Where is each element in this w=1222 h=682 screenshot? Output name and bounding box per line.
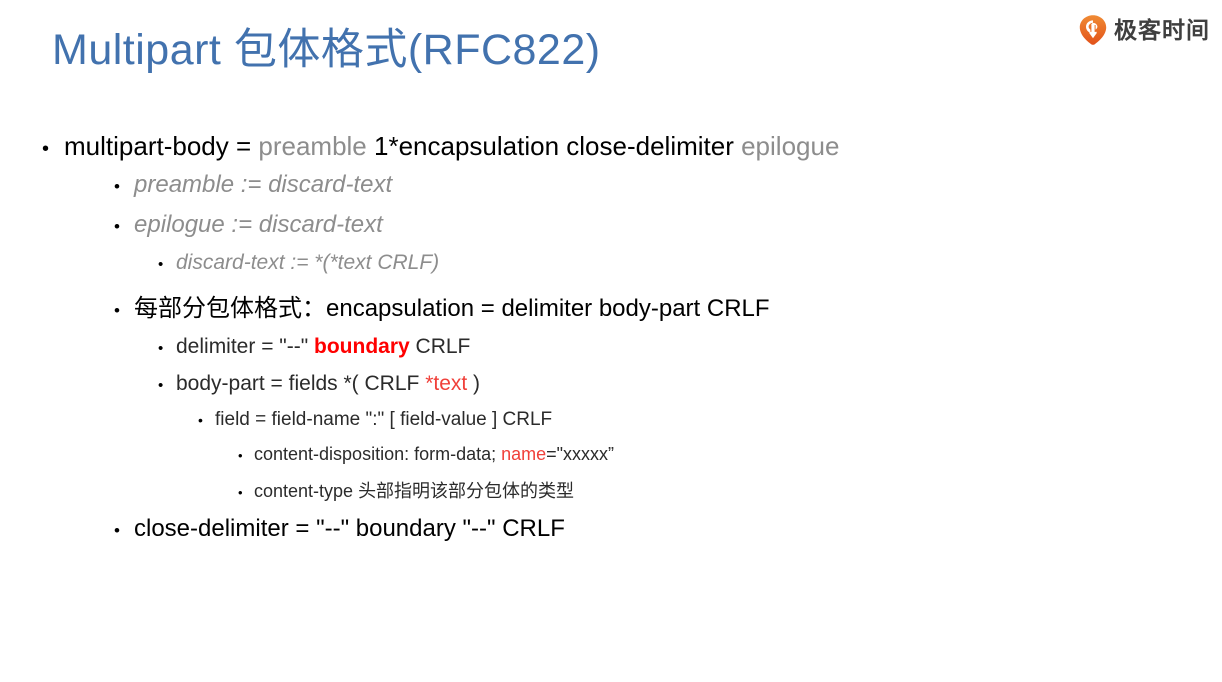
outline-item-label: discard-text := *(*text CRLF) xyxy=(176,251,439,275)
outline-item-label: preamble := discard-text xyxy=(134,171,392,199)
geektime-pin-icon xyxy=(1078,14,1108,46)
outline-item-label: field = field-name ":" [ field-value ] C… xyxy=(215,409,552,431)
text-run: 1*encapsulation close-delimiter xyxy=(366,131,742,161)
bullet-dot-icon: • xyxy=(42,138,50,160)
bullet-dot-icon: • xyxy=(158,256,164,273)
outline-item-label: epilogue := discard-text xyxy=(134,211,383,239)
outline-item-encapsulation-rule: • 每部分包体格式：encapsulation = delimiter body-… xyxy=(114,288,1202,323)
text-run: content-type 头部指明该部分包体的类型 xyxy=(254,481,575,501)
brand-name: 极客时间 xyxy=(1114,16,1210,43)
text-run: delimiter = "--" xyxy=(176,335,315,358)
outline-item-delimiter-rule: • delimiter = "--" boundary CRLF xyxy=(158,335,1202,359)
text-run: 每部分包体格式：encapsulation = delimiter body-p… xyxy=(134,295,770,322)
text-run: boundary xyxy=(314,335,410,358)
brand-logo: 极客时间 xyxy=(1078,14,1210,46)
outline-item-label: delimiter = "--" boundary CRLF xyxy=(176,335,470,359)
text-run: close-delimiter = "--" boundary "--" CRL… xyxy=(134,515,565,542)
outline-item-body-part-rule: • body-part = fields *( CRLF *text ) xyxy=(158,372,1202,396)
outline-item-epilogue-rule: • epilogue := discard-text xyxy=(114,211,1202,239)
outline-item-close-delimiter-rule: • close-delimiter = "--" boundary "--" CR… xyxy=(114,515,1202,543)
text-run: CRLF xyxy=(409,335,471,358)
text-run: discard-text := *(*text CRLF) xyxy=(176,251,440,274)
outline-item-label: content-disposition: form-data; name="xx… xyxy=(254,444,614,465)
outline-list: • multipart-body = preamble 1*encapsulati… xyxy=(42,131,1202,555)
outline-item-content-disposition-example: • content-disposition: form-data; name="x… xyxy=(238,444,1202,465)
outline-item-content-type-note: • content-type 头部指明该部分包体的类型 xyxy=(238,477,1202,503)
bullet-dot-icon: • xyxy=(114,521,120,540)
text-run: ="xxxxx” xyxy=(546,444,615,464)
outline-item-label: 每部分包体格式：encapsulation = delimiter body-p… xyxy=(134,288,770,323)
bullet-dot-icon: • xyxy=(158,377,164,394)
outline-item-label: body-part = fields *( CRLF *text ) xyxy=(176,372,480,396)
text-run: ) xyxy=(467,372,481,395)
bullet-dot-icon: • xyxy=(114,177,120,196)
outline-item-label: close-delimiter = "--" boundary "--" CRL… xyxy=(134,515,565,543)
bullet-dot-icon: • xyxy=(114,217,120,236)
text-run: multipart-body = xyxy=(64,131,259,161)
text-run: epilogue xyxy=(741,131,840,161)
outline-item-discard-text-rule: • discard-text := *(*text CRLF) xyxy=(158,251,1202,275)
outline-item-field-rule: • field = field-name ":" [ field-value ] … xyxy=(198,409,1202,431)
text-run: body-part = fields *( CRLF xyxy=(176,372,426,395)
text-run: preamble := discard-text xyxy=(134,171,393,198)
text-run: name xyxy=(501,444,547,464)
bullet-dot-icon: • xyxy=(238,448,243,463)
bullet-dot-icon: • xyxy=(158,340,164,357)
bullet-dot-icon: • xyxy=(238,485,243,500)
text-run: *text xyxy=(425,372,468,395)
outline-item-multipart-body-rule: • multipart-body = preamble 1*encapsulati… xyxy=(42,131,1202,162)
bullet-dot-icon: • xyxy=(198,412,203,428)
bullet-dot-icon: • xyxy=(114,301,120,320)
page-title: Multipart 包体格式(RFC822) xyxy=(52,26,601,74)
text-run: epilogue := discard-text xyxy=(134,211,383,238)
outline-item-label: content-type 头部指明该部分包体的类型 xyxy=(254,477,574,503)
text-run: field = field-name ":" [ field-value ] C… xyxy=(215,409,553,430)
text-run: preamble xyxy=(258,131,367,161)
text-run: content-disposition: form-data; xyxy=(254,444,502,464)
outline-item-preamble-rule: • preamble := discard-text xyxy=(114,171,1202,199)
outline-item-label: multipart-body = preamble 1*encapsulatio… xyxy=(64,131,839,162)
